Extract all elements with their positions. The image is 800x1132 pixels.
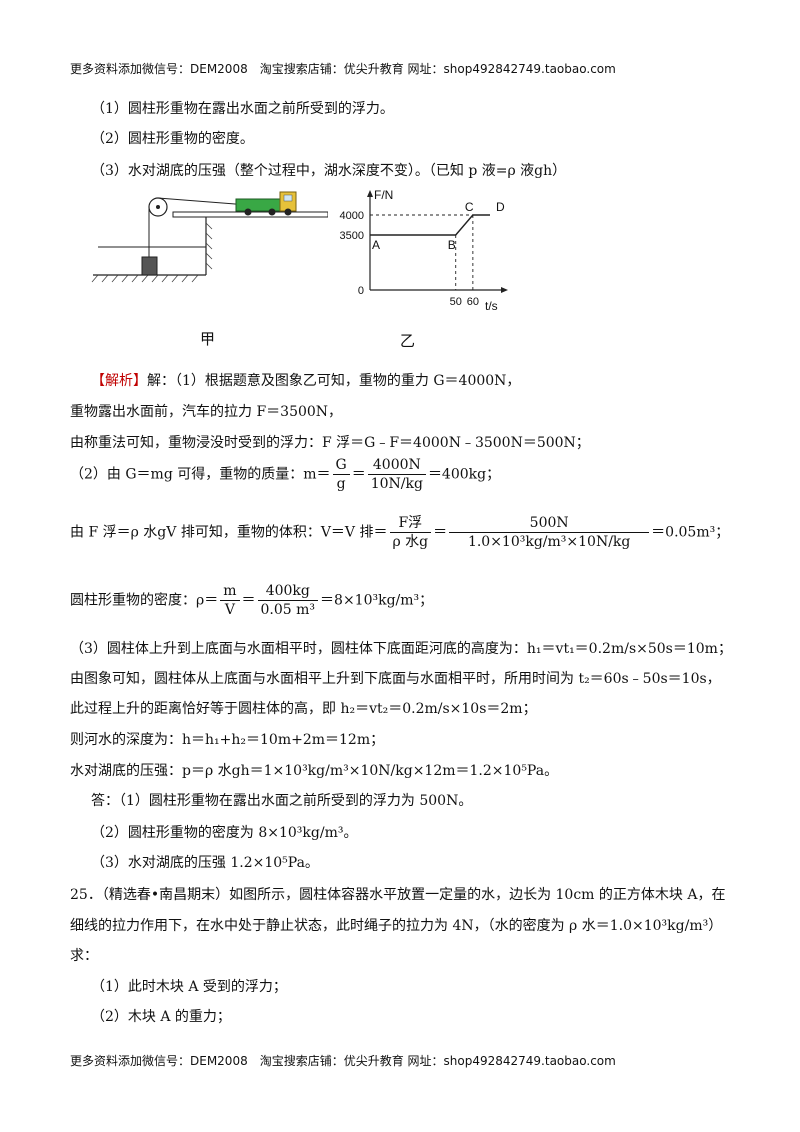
y-tick-label: 4000 [340,210,364,222]
answer-line-2: （2）圆柱形重物的密度为 8×10³kg/m³。 [91,825,358,841]
question-1: （1）圆柱形重物在露出水面之前所受到的浮力。 [91,101,394,117]
solution-line-3: 由称重法可知，重物浸没时受到的浮力：F 浮＝G﹣F＝4000N﹣3500N＝50… [70,435,590,451]
solution-line-10: 则河水的深度为：h＝h₁+h₂＝10m+2m＝12m； [70,732,385,748]
figure-yi-chart: F/N t/s 4000 3500 0 50 60 A B C D [340,188,508,313]
point-label: C [465,200,474,214]
q25-line-1: 25．（精选春•南昌期末）如图所示，圆柱体容器水平放置一定量的水，边长为 10c… [70,887,726,903]
page-footer: 更多资料添加微信号：DEM2008 淘宝搜索店铺：优尖升教育 网址：shop49… [70,1054,616,1068]
x-tick-label: 60 [467,296,479,308]
question-3: （3）水对湖底的压强（整个过程中，湖水深度不变）。（已知 p 液=ρ 液gh） [91,163,567,179]
x-tick-label: 50 [450,296,462,308]
solution-line-8: 由图象可知，圆柱体从上底面与水面相平上升到下底面与水面相平时，所用时间为 t₂＝… [70,671,721,687]
y-tick-label: 0 [358,285,364,297]
figure-jia-diagram [91,191,328,283]
q25-line-5: （2）木块 A 的重力； [91,1009,231,1025]
question-2: （2）圆柱形重物的密度。 [91,131,254,147]
solution-text-1: 解：（1）根据题意及图象乙可知，重物的重力 G＝4000N， [147,373,521,389]
x-axis-label: t/s [485,299,498,313]
answer-line-3: （3）水对湖底的压强 1.2×10⁵Pa。 [91,855,319,871]
figure-label-yi: 乙 [400,332,416,350]
solution-line-2: 重物露出水面前，汽车的拉力 F＝3500N， [70,404,343,420]
solution-line-1: 【解析】解：（1）根据题意及图象乙可知，重物的重力 G＝4000N， [91,370,520,390]
solution-line-9: 此过程上升的距离恰好等于圆柱体的高，即 h₂＝vt₂＝0.2m/s×10s＝2m… [70,701,537,717]
y-axis-label: F/N [374,188,393,202]
answer-line-1: 答：（1）圆柱形重物在露出水面之前所受到的浮力为 500N。 [91,793,473,809]
analysis-tag: 【解析】 [91,373,147,389]
force-line [370,214,490,236]
point-label: D [496,200,505,214]
x-axis-arrow [501,287,508,293]
q25-line-4: （1）此时木块 A 受到的浮力； [91,979,287,995]
page-header: 更多资料添加微信号：DEM2008 淘宝搜索店铺：优尖升教育 网址：shop49… [70,62,616,76]
q25-line-3: 求： [70,948,98,964]
solution-line-7: （3）圆柱体上升到上底面与水面相平时，圆柱体下底面距河底的高度为：h₁＝vt₁＝… [70,641,732,657]
q25-line-2: 细线的拉力作用下，在水中处于静止状态，此时绳子的拉力为 4N，（水的密度为 ρ … [70,918,723,934]
solution-line-11: 水对湖底的压强：p＝ρ 水gh＝1×10³kg/m³×10N/kg×12m＝1.… [70,763,559,779]
point-label: B [448,238,456,252]
y-tick-label: 3500 [340,230,364,242]
figure-label-jia: 甲 [200,330,216,348]
y-axis-arrow [367,190,373,197]
point-label: A [372,238,380,252]
